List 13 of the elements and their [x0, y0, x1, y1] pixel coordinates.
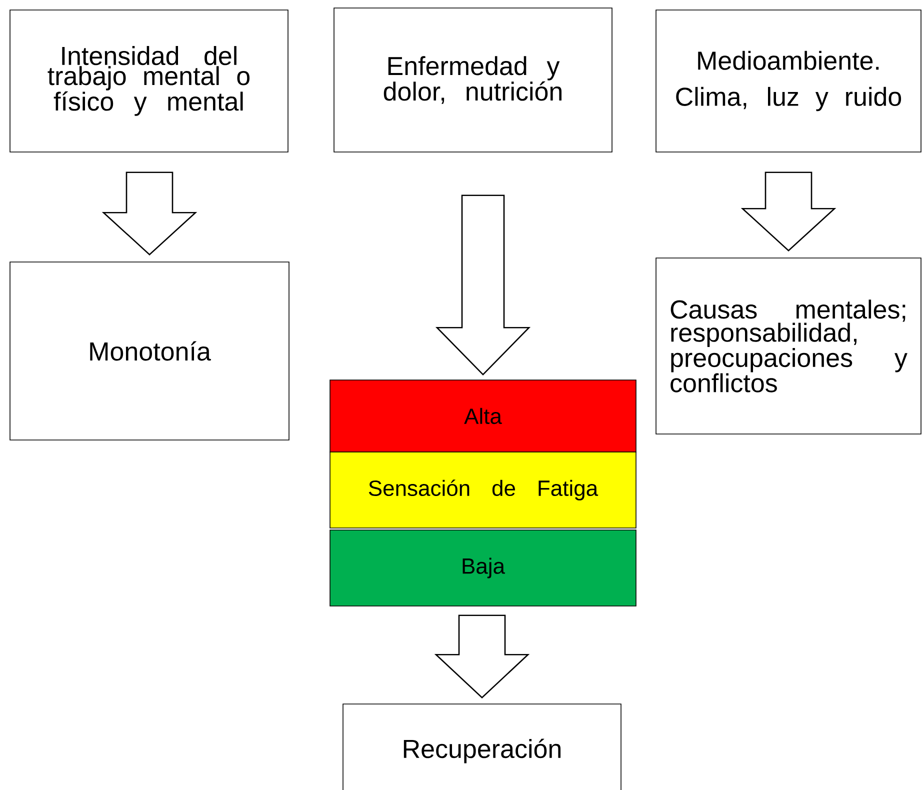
text-box: Enfermedad y dolor, nutrición — [334, 8, 612, 152]
text-box: Causas mentales; responsabilidad, preocupaciones y conflictos — [656, 258, 922, 434]
block-arrow — [102, 172, 198, 256]
text-box: Monotonía — [10, 262, 290, 440]
text-box: Intensidad del trabajo mental o físico y mental — [10, 10, 288, 152]
block-arrow — [435, 194, 531, 376]
level-band: Alta — [330, 380, 636, 452]
level-band: Sensación de Fatiga — [330, 452, 636, 528]
text-box: Recuperación — [342, 704, 622, 790]
block-arrow — [434, 614, 530, 698]
level-band: Baja — [330, 530, 636, 606]
text-box: Medioambiente. Clima, luz y ruido — [656, 10, 922, 152]
block-arrow — [740, 172, 836, 252]
